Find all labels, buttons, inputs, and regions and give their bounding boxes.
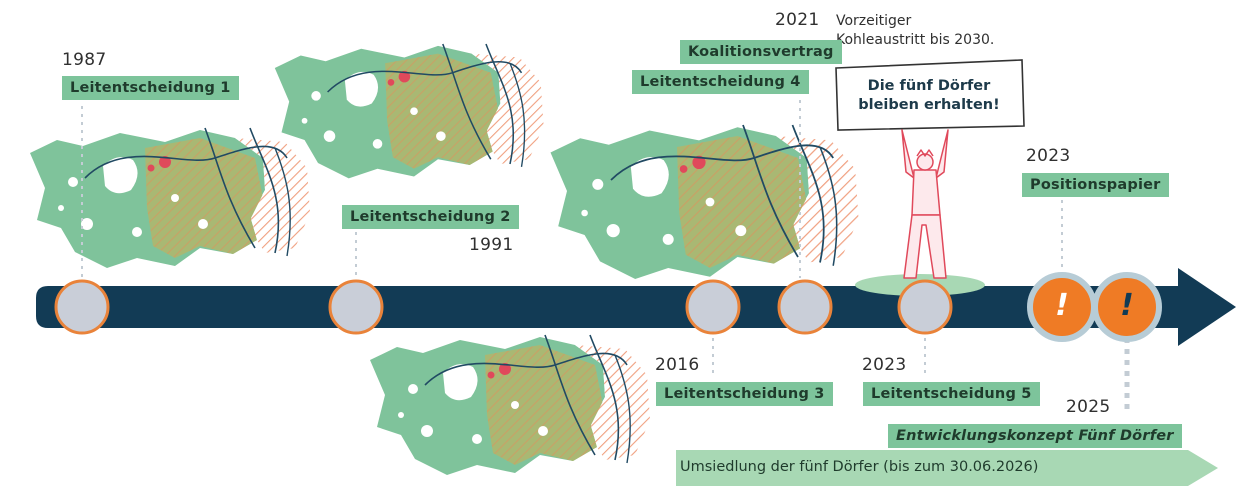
- note-text: Vorzeitiger Kohleaustritt bis 2030.: [836, 12, 994, 50]
- year-label: 2025: [1066, 397, 1111, 417]
- map-2021: [549, 124, 860, 280]
- timeline-markers: [54, 279, 953, 335]
- alert-markers: [1027, 272, 1162, 342]
- year-label: 2023: [862, 355, 907, 375]
- alert-icon: !: [1120, 288, 1134, 323]
- protest-figure: [901, 129, 949, 279]
- year-label: 2023: [1026, 146, 1071, 166]
- relocation-label: Umsiedlung der fünf Dörfer (bis zum 30.0…: [680, 459, 1039, 475]
- protest-sign: Die fünf Dörfer bleiben erhalten!: [836, 64, 1022, 128]
- event-tag: Leitentscheidung 4: [632, 70, 809, 94]
- event-tag: Leitentscheidung 2: [342, 205, 519, 229]
- alert-icon: !: [1055, 288, 1069, 323]
- sign-line: Die fünf Dörfer: [867, 78, 991, 94]
- note-line: Kohleaustritt bis 2030.: [836, 32, 995, 48]
- event-tag: Leitentscheidung 5: [863, 382, 1040, 406]
- year-label: 1991: [469, 235, 514, 255]
- event-tag: Koalitionsvertrag: [680, 40, 842, 64]
- map-1991: [274, 43, 545, 180]
- year-label: 2016: [655, 355, 700, 375]
- sign-line: bleiben erhalten!: [858, 97, 1000, 113]
- year-label: 1987: [62, 50, 107, 70]
- event-tag: Positionspapier: [1022, 173, 1169, 197]
- event-tag: Leitentscheidung 1: [62, 76, 239, 100]
- map-2016: [369, 334, 651, 476]
- event-tag: Leitentscheidung 3: [656, 382, 833, 406]
- map-1987: [29, 127, 311, 269]
- year-label: 2021: [775, 10, 820, 30]
- note-line: Vorzeitiger: [836, 13, 912, 29]
- relocation-arrow: [676, 450, 1218, 486]
- event-tag: Entwicklungskonzept Fünf Dörfer: [888, 424, 1182, 448]
